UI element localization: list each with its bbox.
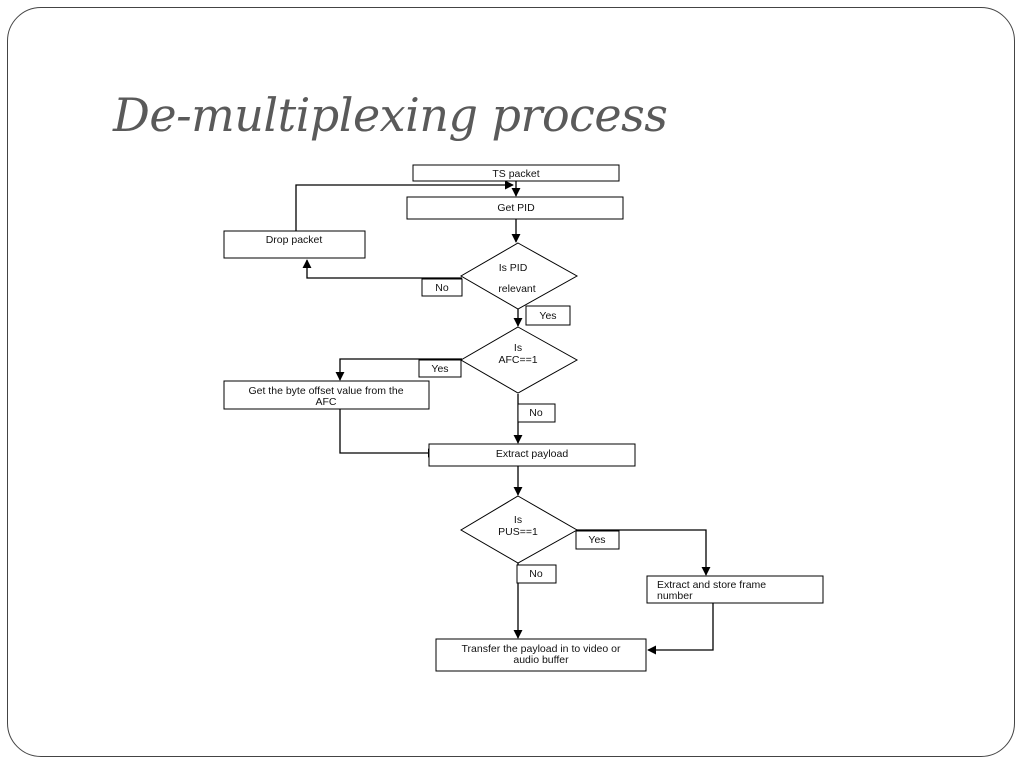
decision-is-pus-line1: Is <box>514 514 522 526</box>
decision-is-pid-relevant-line2: relevant <box>498 283 535 295</box>
label-afc-no-text: No <box>529 407 543 419</box>
node-extract-payload: Extract payload <box>428 443 636 467</box>
node-get-byte-offset: Get the byte offset value from the AFC <box>223 380 430 410</box>
label-pid-no: No <box>421 278 463 297</box>
decision-is-pus: Is PUS==1 <box>460 495 579 564</box>
edge-frame-to-transfer <box>647 603 714 655</box>
label-pid-yes-text: Yes <box>539 310 556 322</box>
node-transfer-payload-line1: Transfer the payload in to video or <box>462 643 621 655</box>
label-pus-yes-text: Yes <box>588 534 605 546</box>
edge-offset-to-extract <box>339 409 437 458</box>
label-pus-no-text: No <box>529 568 543 580</box>
node-extract-store-frame-line1: Extract and store frame <box>657 579 766 591</box>
label-afc-yes: Yes <box>418 359 462 378</box>
node-extract-payload-label: Extract payload <box>496 448 569 460</box>
node-transfer-payload-line2: audio buffer <box>513 654 569 666</box>
decision-is-pid-relevant: Is PID relevant <box>460 242 579 310</box>
node-get-byte-offset-line1: Get the byte offset value from the <box>248 385 403 397</box>
node-extract-store-frame: Extract and store frame number <box>646 575 824 604</box>
decision-is-pid-relevant-line1: Is PID <box>499 262 528 274</box>
edge-pus-yes <box>576 529 711 576</box>
node-ts-packet-label: TS packet <box>492 168 539 180</box>
node-drop-packet: Drop packet <box>223 230 366 259</box>
node-extract-store-frame-line2: number <box>657 590 693 602</box>
label-pid-no-text: No <box>435 282 449 294</box>
label-pus-yes: Yes <box>575 530 620 550</box>
edge-afc-yes <box>335 358 462 381</box>
edge-drop-to-getpid <box>295 180 514 231</box>
node-get-pid-label: Get PID <box>497 202 535 214</box>
decision-is-afc-line2: AFC==1 <box>498 354 537 366</box>
decision-is-afc-line1: Is <box>514 342 522 354</box>
decision-is-afc: Is AFC==1 <box>460 326 579 394</box>
label-afc-no: No <box>517 403 556 423</box>
node-get-pid: Get PID <box>406 196 624 220</box>
node-transfer-payload: Transfer the payload in to video or audi… <box>435 638 647 672</box>
label-pus-no: No <box>516 564 557 584</box>
node-get-byte-offset-line2: AFC <box>316 396 337 408</box>
label-afc-yes-text: Yes <box>431 363 448 375</box>
decision-is-pus-line2: PUS==1 <box>498 526 538 538</box>
edge-pidcheck-no <box>302 259 462 279</box>
label-pid-yes: Yes <box>525 305 571 326</box>
node-ts-packet: TS packet <box>412 164 620 182</box>
slide-title: De-multiplexing process <box>113 88 668 142</box>
node-drop-packet-label: Drop packet <box>266 234 323 246</box>
